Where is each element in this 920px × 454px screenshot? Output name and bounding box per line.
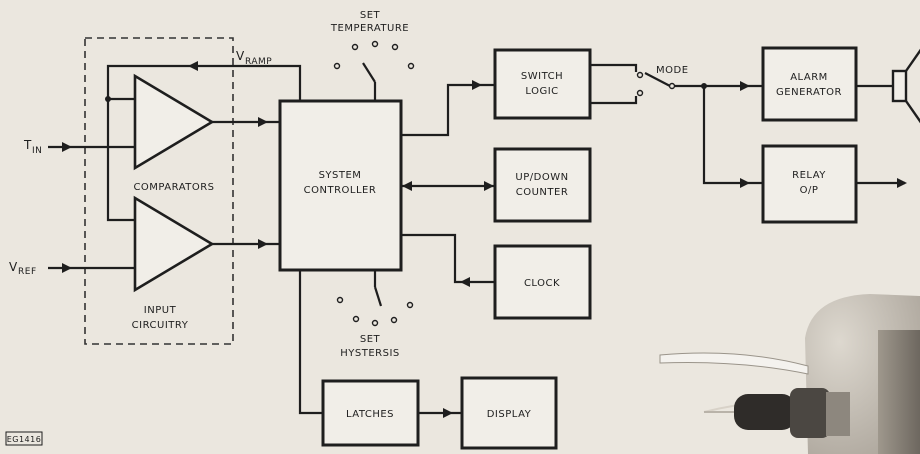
mode-contact-upper xyxy=(638,73,643,78)
set-temperature-switch xyxy=(335,42,414,102)
mode-to-relay xyxy=(704,86,763,183)
system-controller-label-line1: SYSTEM xyxy=(319,170,362,181)
set-hysteresis-label-line1: SET xyxy=(360,334,381,345)
relay-output-arrow xyxy=(897,178,907,188)
clock-arrow xyxy=(460,277,470,287)
alarm-generator-label-line1: ALARM xyxy=(790,72,828,83)
counter-arrow-left xyxy=(402,181,412,191)
junction-dot xyxy=(105,96,111,102)
relay-output-label-line2: O/P xyxy=(800,185,819,196)
svg-text:REF: REF xyxy=(18,267,37,277)
v-ramp-arrow xyxy=(188,61,198,71)
display-arrow xyxy=(443,408,453,418)
t-in-label: T IN xyxy=(23,138,42,156)
v-ramp-label: V RAMP xyxy=(236,49,272,67)
v-ref-arrow xyxy=(62,263,72,273)
alarm-generator-label-line2: GENERATOR xyxy=(776,87,842,98)
input-circuitry-label-line1: INPUT xyxy=(144,305,177,316)
comparator-upper-arrow xyxy=(258,117,268,127)
svg-text:V: V xyxy=(236,49,245,63)
comparator-lower-arrow xyxy=(258,239,268,249)
relay-arrow xyxy=(740,178,750,188)
alarm-arrow xyxy=(740,81,750,91)
relay-output-block xyxy=(763,146,856,222)
up-down-counter-block xyxy=(495,149,590,221)
switch-logic-out-lower xyxy=(590,96,636,103)
latches-label: LATCHES xyxy=(346,409,394,420)
set-hysteresis-switch xyxy=(338,270,413,326)
mode-contact-lower xyxy=(638,91,643,96)
comparator-upper xyxy=(135,76,212,168)
relay-output-label-line1: RELAY xyxy=(792,170,826,181)
mode-pivot xyxy=(670,84,675,89)
counter-arrow-right xyxy=(484,181,494,191)
t-in-arrow xyxy=(62,142,72,152)
figure-code: EG1416 xyxy=(6,432,42,445)
switch-logic-block xyxy=(495,50,590,118)
set-temperature-label-line1: SET xyxy=(360,10,381,21)
switch-logic-label-line1: SWITCH xyxy=(521,71,563,82)
clock-to-controller xyxy=(401,235,495,282)
probe-device-photo xyxy=(660,294,920,454)
svg-text:RAMP: RAMP xyxy=(245,57,272,67)
svg-text:V: V xyxy=(9,260,18,274)
switch-logic-arrow xyxy=(472,80,482,90)
svg-text:IN: IN xyxy=(32,146,42,156)
svg-text:T: T xyxy=(23,138,32,152)
up-down-counter-label-line1: UP/DOWN xyxy=(515,172,568,183)
controller-to-latches xyxy=(300,270,323,413)
comparators-label: COMPARATORS xyxy=(133,182,214,193)
display-label: DISPLAY xyxy=(487,409,532,420)
system-controller-label-line2: CONTROLLER xyxy=(304,185,377,196)
mode-label: MODE xyxy=(656,65,689,76)
speaker-icon xyxy=(893,48,920,124)
switch-logic-label-line2: LOGIC xyxy=(525,86,558,97)
v-ref-label: V REF xyxy=(9,260,37,277)
set-hysteresis-label-line2: HYSTERSIS xyxy=(340,348,400,359)
up-down-counter-label-line2: COUNTER xyxy=(516,187,569,198)
clock-label: CLOCK xyxy=(524,278,560,289)
controller-to-switch-logic xyxy=(401,85,495,135)
svg-text:EG1416: EG1416 xyxy=(7,435,42,444)
alarm-generator-block xyxy=(763,48,856,120)
comparator-lower xyxy=(135,198,212,290)
switch-logic-out-upper xyxy=(590,65,636,72)
set-temperature-label-line2: TEMPERATURE xyxy=(330,23,409,34)
input-circuitry-label-line2: CIRCUITRY xyxy=(132,320,189,331)
